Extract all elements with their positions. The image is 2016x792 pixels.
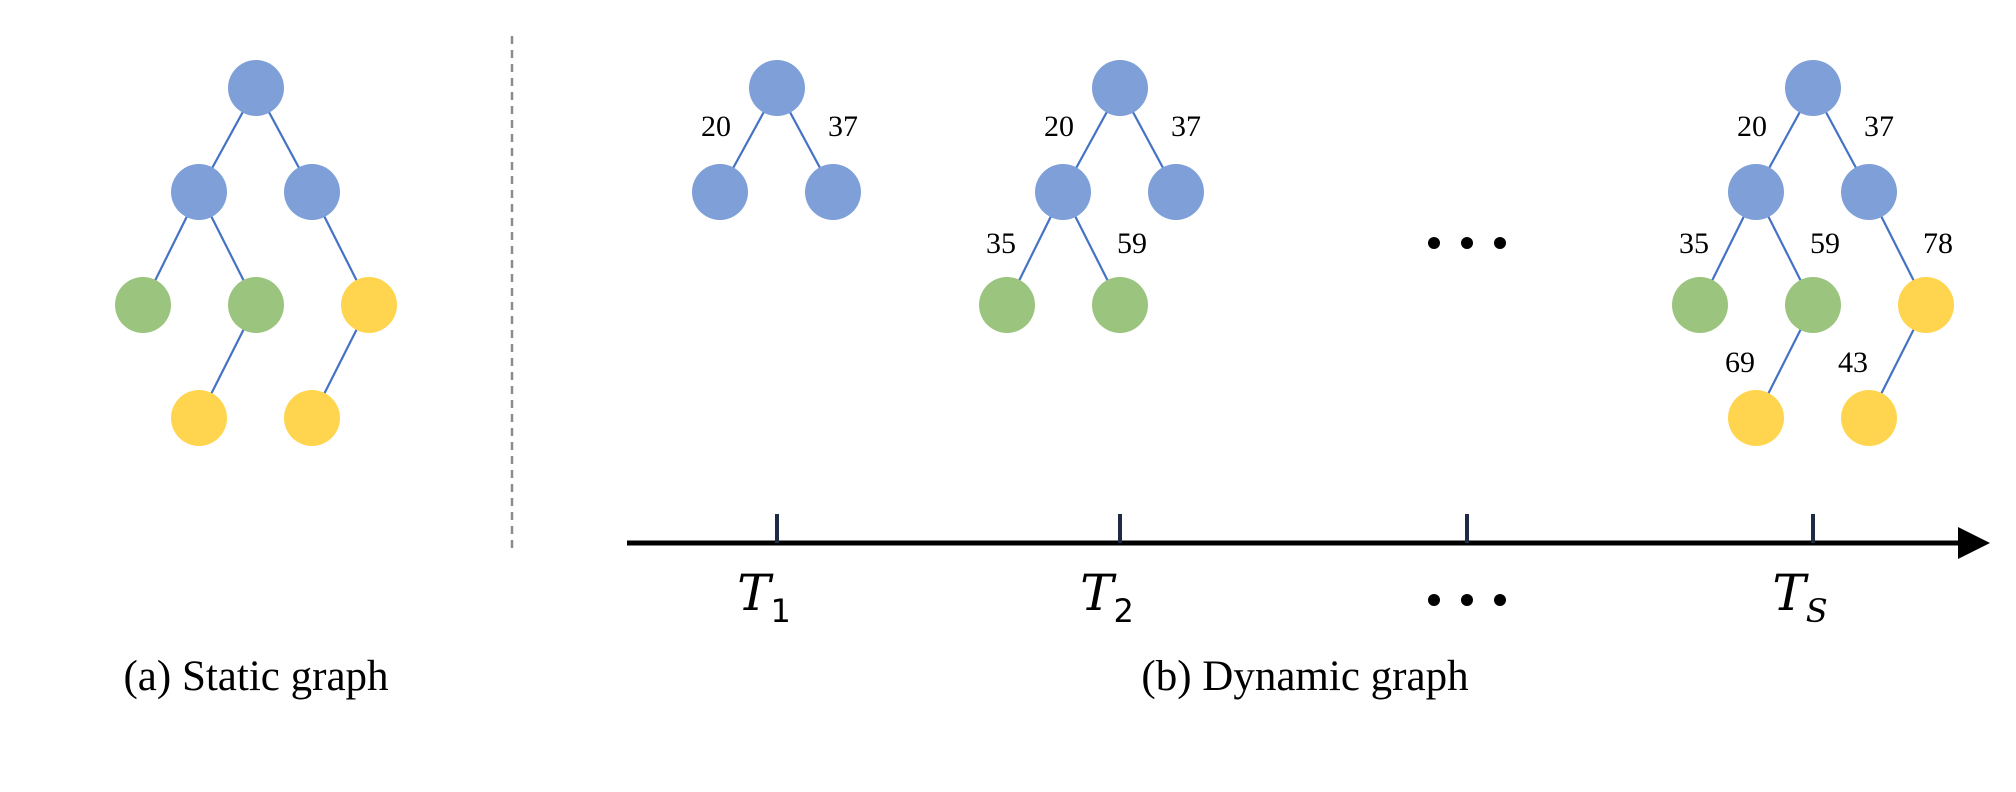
ts-edge-label: 69 [1725,346,1755,379]
t1-edge-label: 37 [828,110,858,143]
ts-node-root [1785,60,1841,116]
t2-node-root [1092,60,1148,116]
static-node-root [228,60,284,116]
snapshot-ts: 20 37 35 59 78 69 43 [1672,60,1954,446]
t2-node-blue [1035,164,1091,220]
ts-edge-label: 59 [1810,227,1840,260]
ellipsis-snapshots [1428,237,1506,249]
static-node-blue [284,164,340,220]
static-node-green [115,277,171,333]
time-label-t2: T2 [1080,564,1134,630]
static-graph-caption: (a) Static graph [123,653,388,700]
static-node-green [228,277,284,333]
timeline-axis [627,514,1990,559]
t2-node-green [1092,277,1148,333]
ellipsis-timeline [1428,594,1506,606]
snapshot-t1: 20 37 [692,60,861,220]
static-node-blue [171,164,227,220]
t1-edge-label: 20 [701,110,731,143]
ts-node-green [1785,277,1841,333]
t2-edge-label: 37 [1171,110,1201,143]
t1-node-left [692,164,748,220]
t2-edge-label: 59 [1117,227,1147,260]
t1-node-root [749,60,805,116]
ts-edge-label: 43 [1838,346,1868,379]
t2-edge-label: 20 [1044,110,1074,143]
ts-edge-label: 35 [1679,227,1709,260]
static-node-yellow [284,390,340,446]
dynamic-graph-caption: (b) Dynamic graph [1141,653,1468,700]
ts-edge-label: 37 [1864,110,1894,143]
ts-node-yellow [1841,390,1897,446]
t2-node-blue [1148,164,1204,220]
time-label-t1: T1 [737,564,791,630]
ts-edge-label: 20 [1737,110,1767,143]
t2-edge-label: 35 [986,227,1016,260]
dynamic-graph: 20 37 20 37 35 59 [627,60,1990,700]
static-node-yellow [171,390,227,446]
ts-node-green [1672,277,1728,333]
timeline-arrowhead-icon [1958,527,1990,559]
ts-node-blue [1728,164,1784,220]
ts-node-yellow [1898,277,1954,333]
ts-edge-label: 78 [1923,227,1953,260]
t1-node-right [805,164,861,220]
ts-node-yellow [1728,390,1784,446]
t2-node-green [979,277,1035,333]
time-label-ts: TS [1772,564,1827,630]
static-graph: (a) Static graph [115,60,397,700]
ts-node-blue [1841,164,1897,220]
static-node-yellow [341,277,397,333]
snapshot-t2: 20 37 35 59 [979,60,1204,333]
